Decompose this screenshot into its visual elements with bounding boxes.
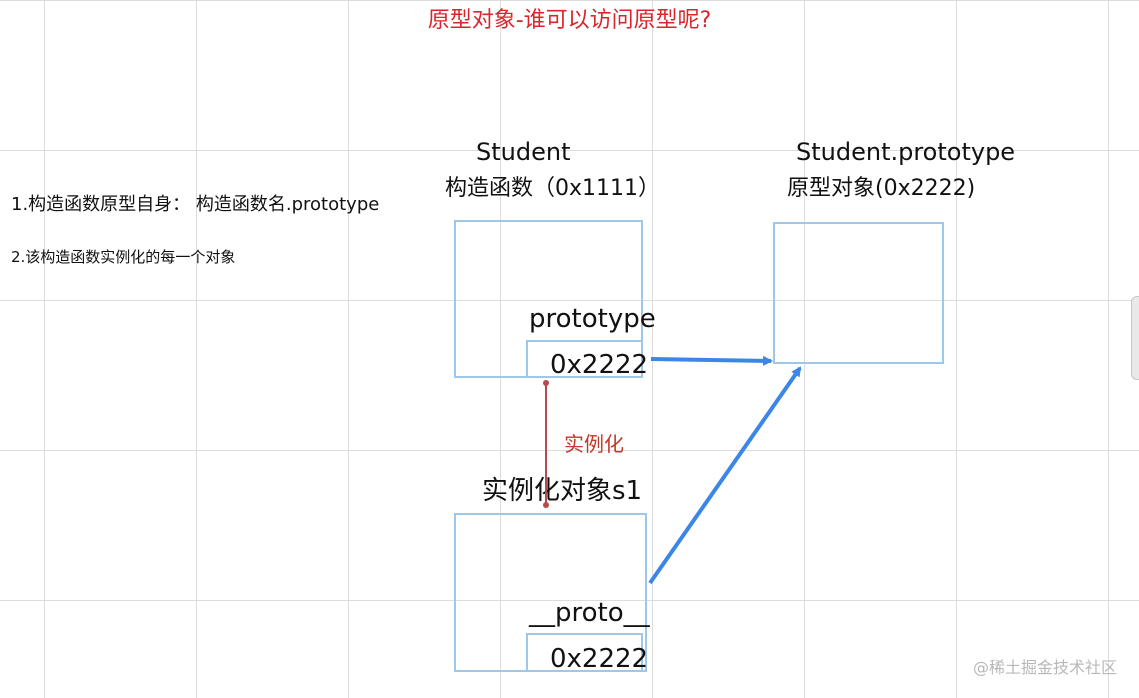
prototype-object-box (773, 222, 944, 364)
instance-proto-slot (526, 633, 643, 672)
page-title: 原型对象-谁可以访问原型呢? (427, 8, 712, 33)
constructor-name: Student (476, 138, 571, 166)
instantiate-edge-bottom-dot (543, 502, 549, 508)
instance-name: 实例化对象s1 (482, 476, 643, 506)
prototype-object-name: Student.prototype (796, 138, 1016, 166)
constructor-prototype-slot (526, 340, 643, 378)
side-collapse-handle[interactable] (1131, 296, 1139, 380)
constructor-prototype-value: 0x2222 (550, 350, 649, 380)
constructor-prototype-label: prototype (529, 304, 656, 334)
prototype-object-subtitle: 原型对象(0x2222) (787, 176, 976, 201)
prototype-arrow (650, 355, 773, 366)
instantiate-edge-top-dot (543, 380, 549, 386)
proto-arrow (648, 366, 802, 585)
watermark: @稀土掘金技术社区 (972, 658, 1117, 677)
note-1: 1.构造函数原型自身： 构造函数名.prototype (11, 194, 380, 215)
constructor-subtitle: 构造函数（0x1111） (445, 176, 661, 201)
instance-proto-value: 0x2222 (550, 644, 649, 674)
note-2: 2.该构造函数实例化的每一个对象 (11, 248, 236, 266)
instance-proto-label: __proto__ (529, 598, 650, 628)
instantiate-label: 实例化 (564, 432, 624, 456)
